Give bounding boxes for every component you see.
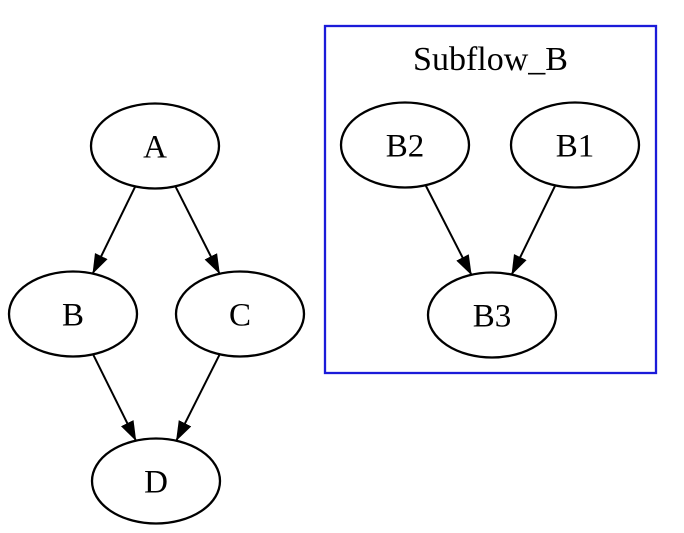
node-D-label: D [144,465,168,501]
node-D: D [90,437,222,525]
node-A-ellipse [89,102,221,190]
cluster-subflow-box [323,24,658,375]
cluster-subflow-label: Subflow_B [413,41,568,78]
node-A-label: A [143,130,167,166]
node-B: B [7,270,139,358]
node-B1-ellipse [509,101,641,189]
edge-A-to-B [91,185,137,275]
node-B2: B2 [339,101,471,189]
node-B2-label: B2 [386,129,425,165]
node-B3-label: B3 [473,299,512,335]
node-C-ellipse [174,270,306,358]
node-B2-ellipse [339,101,471,189]
node-A: A [89,102,221,190]
edge-B2-to-B3 [424,184,473,276]
node-B3-ellipse [426,271,558,359]
edge-B1-to-B3 [510,184,557,276]
node-B3: B3 [426,271,558,359]
edge-C-to-D [175,353,221,442]
edge-A-to-C [174,185,221,275]
node-C: C [174,270,306,358]
node-B1: B1 [509,101,641,189]
node-C-label: C [229,298,251,334]
node-B-label: B [62,298,84,334]
node-B-ellipse [7,270,139,358]
edge-B-to-D [92,353,137,442]
node-D-ellipse [90,437,222,525]
node-B1-label: B1 [556,129,595,165]
